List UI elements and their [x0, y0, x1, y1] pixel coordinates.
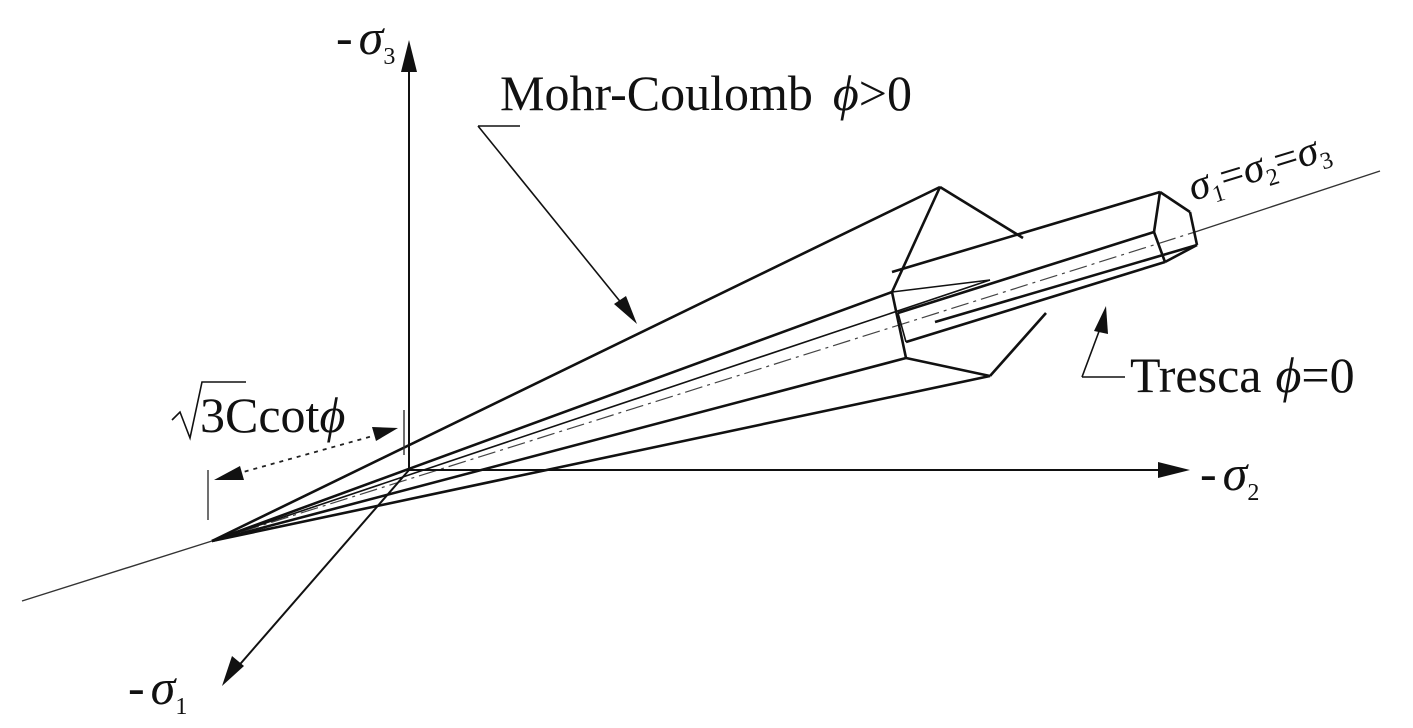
axis-sigma1 [222, 469, 410, 686]
axis-sigma1-label: -σ1 [128, 659, 187, 720]
axis-sigma3-arrowhead [401, 40, 417, 72]
axis-sigma3 [401, 40, 417, 470]
hydrostatic-label: σ1=σ2=σ3 [1183, 124, 1337, 214]
square-root-sign [171, 381, 246, 441]
hydrostatic-axis-line [1194, 170, 1381, 233]
offset-arrowhead-left [214, 466, 244, 480]
axis-sigma3-label: -σ3 [336, 9, 395, 70]
mohr-coulomb-leader [477, 125, 637, 324]
svg-text:σ1=σ2=σ3: σ1=σ2=σ3 [1183, 124, 1337, 214]
tresca-leader [1081, 306, 1125, 378]
offset-dimension [207, 410, 405, 520]
axis-sigma2-arrowhead [1158, 462, 1190, 478]
offset-label: 3Ccotϕ [171, 381, 345, 443]
hydrostatic-centreline [211, 231, 1196, 542]
tresca-surface [891, 190, 1199, 344]
mohr-coulomb-surface [211, 185, 1047, 543]
hydrostatic-axis-extension [21, 540, 213, 602]
offset-arrowhead-right [372, 427, 398, 441]
axis-sigma1-arrowhead [222, 656, 244, 686]
mohr-coulomb-leader-arrowhead [614, 296, 637, 324]
axis-sigma2 [409, 462, 1190, 478]
svg-text:3Ccotϕ: 3Ccotϕ [200, 387, 345, 443]
axis-sigma2-label: -σ2 [1200, 445, 1259, 506]
tresca-leader-arrowhead [1094, 306, 1108, 334]
